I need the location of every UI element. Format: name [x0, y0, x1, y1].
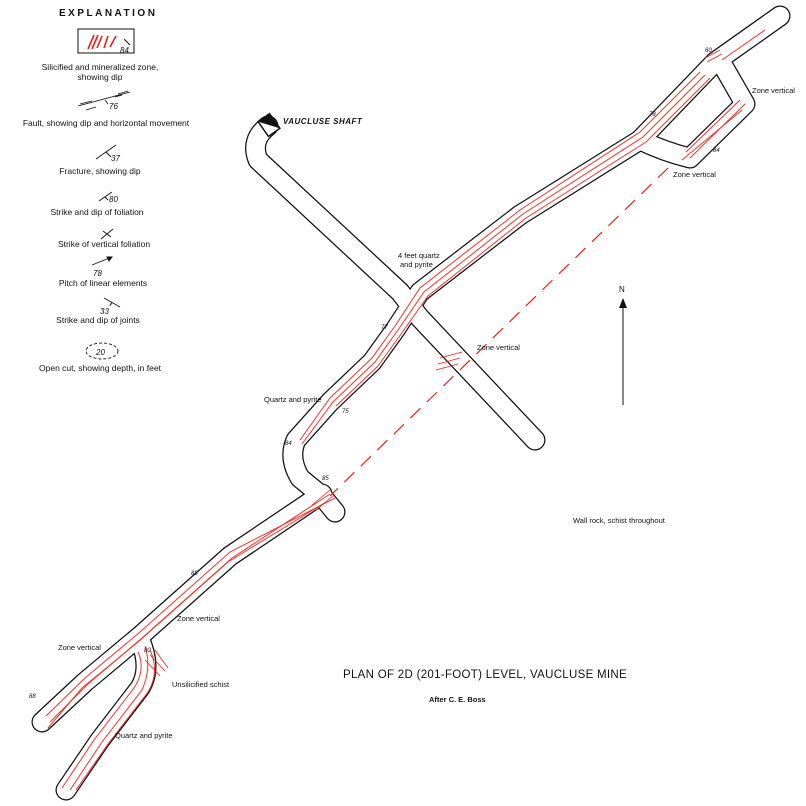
legend-value-84: 84	[120, 46, 129, 55]
legend-label-joints: Strike and dip of joints	[56, 315, 140, 325]
legend-label-vertical-foliation: Strike of vertical foliation	[58, 239, 150, 249]
dip-75: 75	[342, 409, 349, 415]
fault-icon	[77, 90, 131, 111]
dip-84: 84	[285, 441, 292, 447]
annotation-zone-vertical-sw2: Zone vertical	[177, 614, 220, 623]
zone-hatching	[144, 49, 723, 677]
vaucluse-shaft-icon	[257, 112, 281, 138]
map-credit: After C. E. Boss	[429, 695, 486, 704]
silicified-zone-icon	[77, 28, 135, 54]
legend-label-silicified: Silicified and mineralized zone,	[42, 62, 159, 72]
legend-value-78: 78	[93, 269, 102, 278]
dip-values: 60 78 84 77 75 84 85 88 80 88	[29, 48, 720, 700]
legend-label-foliation: Strike and dip of foliation	[50, 207, 143, 217]
legend-value-76: 76	[109, 102, 118, 111]
legend-label-fault: Fault, showing dip and horizontal moveme…	[23, 118, 190, 128]
dip-84-ne: 84	[713, 148, 720, 154]
open-cut-icon	[85, 342, 119, 360]
legend-label-open-cut: Open cut, showing depth, in feet	[39, 363, 162, 373]
annotation-zone-vertical-ne: Zone vertical	[752, 86, 795, 95]
dip-88: 88	[191, 571, 198, 577]
vertical-foliation-icon	[100, 228, 114, 240]
north-arrow-icon	[619, 298, 627, 405]
annotation-quartz-pyrite-sw: Quartz and pyrite	[115, 731, 173, 740]
joint-icon	[103, 297, 121, 308]
dip-85: 85	[322, 476, 329, 482]
annotation-4ft-quartz-line2: and pyrite	[400, 260, 433, 269]
fracture-icon	[95, 144, 117, 160]
annotation-zone-vertical-sw: Zone vertical	[58, 643, 101, 652]
foliation-strike-dip-icon	[98, 191, 113, 202]
silicified-zone	[45, 29, 766, 791]
annotation-zone-vertical-ne2: Zone vertical	[673, 170, 716, 179]
north-label: N	[619, 285, 625, 294]
legend: EXPLANATION 84 Silicified and mineralize…	[23, 8, 190, 373]
map-title: PLAN OF 2D (201-FOOT) LEVEL, VAUCLUSE MI…	[343, 669, 627, 681]
legend-value-80: 80	[109, 195, 118, 204]
dip-60: 60	[705, 48, 712, 54]
legend-label-silicified-2: showing dip	[78, 72, 123, 82]
annotation-quartz-pyrite: Quartz and pyrite	[264, 395, 322, 404]
annotation-wall-rock: Wall rock, schist throughout	[573, 516, 666, 525]
projected-zone-line	[329, 167, 669, 497]
dip-88-sw: 88	[29, 694, 36, 700]
dip-77: 77	[381, 325, 388, 331]
legend-value-20: 20	[95, 348, 105, 357]
dip-80: 80	[144, 648, 151, 654]
annotation-zone-vertical: Zone vertical	[477, 343, 520, 352]
annotation-4ft-quartz-line1: 4 feet quartz	[398, 251, 440, 260]
legend-value-37: 37	[111, 154, 120, 163]
annotation-unsilicified: Unsilicified schist	[172, 680, 230, 689]
legend-value-33: 33	[100, 307, 109, 316]
dip-78: 78	[649, 112, 656, 118]
legend-label-fracture: Fracture, showing dip	[59, 166, 141, 176]
linear-pitch-icon	[91, 256, 113, 266]
legend-label-pitch: Pitch of linear elements	[59, 278, 147, 288]
legend-heading: EXPLANATION	[59, 8, 157, 19]
shaft-label: VAUCLUSE SHAFT	[283, 117, 363, 126]
